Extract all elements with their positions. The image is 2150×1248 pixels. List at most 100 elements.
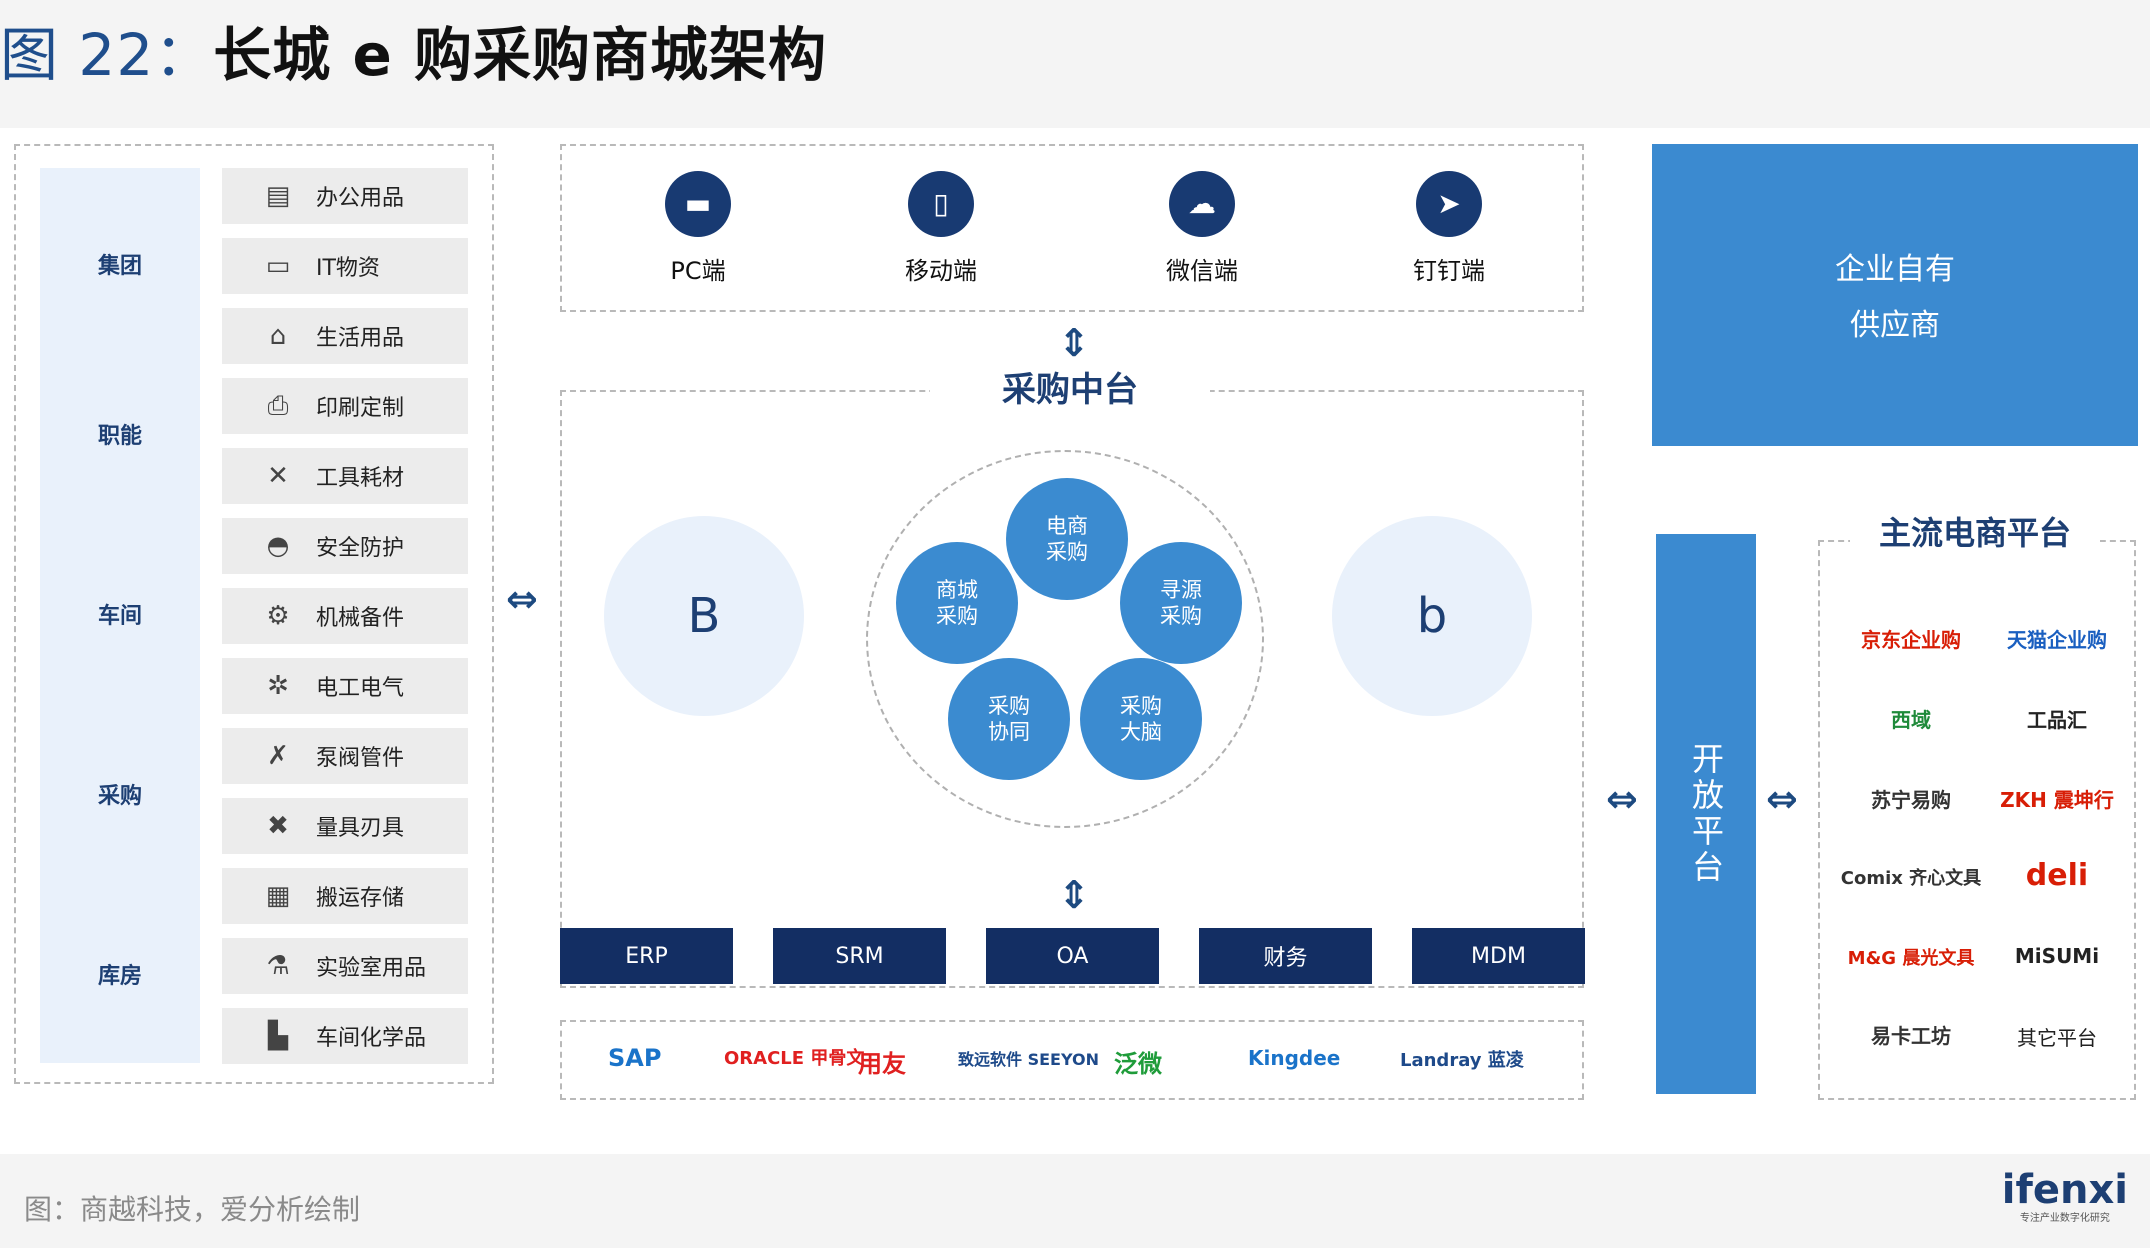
vendor-weaver: 泛微 — [1114, 1050, 1162, 1078]
category-item: ▤ 办公用品 — [222, 168, 468, 224]
channel-label: 钉钉端 — [1413, 257, 1485, 285]
category-label: 搬运存储 — [316, 886, 405, 911]
level-workshop: 车间 — [97, 604, 142, 629]
flask-icon: ⚗ — [266, 951, 290, 981]
channel-mobile: ▯ 移动端 — [861, 171, 1021, 286]
channel-label: PC端 — [670, 257, 726, 285]
category-label: 泵阀管件 — [316, 746, 405, 771]
wrench-icon: ✗ — [267, 741, 289, 771]
system-srm: SRM — [773, 928, 946, 984]
category-item: ▭ IT物资 — [222, 238, 468, 294]
cart-icon: ▦ — [265, 881, 291, 911]
dingtalk-icon: ➤ — [1416, 171, 1482, 237]
category-item: ⚙ 机械备件 — [222, 588, 468, 644]
ifenxi-logo: ifenxi 专注产业数字化研究 — [2002, 1170, 2128, 1224]
platform-misumi: MiSUMi — [2014, 944, 2100, 968]
level-warehouse: 库房 — [97, 964, 142, 989]
vendor-seeyon: 致远软件 SEEYON — [958, 1050, 1099, 1069]
category-label: 工具耗材 — [316, 466, 405, 491]
platform-others: 其它平台 — [2017, 1026, 2097, 1050]
channel-label: 移动端 — [905, 257, 977, 285]
vertical-arrow-icon: ⇕ — [1058, 321, 1090, 365]
vendor-oracle: ORACLE 甲骨文 — [724, 1048, 865, 1069]
channels-panel — [560, 144, 1584, 312]
module-ecommerce-procurement: 电商采购 — [1006, 478, 1128, 600]
supplier-line1: 企业自有 — [1835, 252, 1955, 287]
vertical-arrow-icon: ⇕ — [1058, 873, 1090, 917]
vendor-sap: SAP — [608, 1044, 662, 1072]
wechat-icon: ☁ — [1169, 171, 1235, 237]
channel-wechat: ☁ 微信端 — [1122, 171, 1282, 286]
platform-jd: 京东企业购 — [1861, 628, 1961, 652]
category-label: 生活用品 — [316, 326, 405, 351]
channel-dingtalk: ➤ 钉钉端 — [1369, 171, 1529, 286]
category-item: ◓ 安全防护 — [222, 518, 468, 574]
printer-icon: ⎙ — [267, 390, 289, 421]
factory-icon: ▙ — [268, 1021, 288, 1051]
category-label: 量具刃具 — [316, 816, 405, 841]
middle-platform-title: 采购中台 — [930, 362, 1210, 411]
home-icon: ⌂ — [269, 321, 287, 351]
platform-vipmro: 工品汇 — [2027, 708, 2087, 732]
own-supplier-box: 企业自有 供应商 — [1652, 144, 2138, 446]
platform-mg: M&G 晨光文具 — [1847, 948, 1975, 969]
module-procurement-collaboration: 采购协同 — [948, 658, 1070, 780]
level-group: 集团 — [97, 254, 142, 279]
mobile-icon: ▯ — [908, 171, 974, 237]
gear-icon: ✲ — [267, 671, 289, 701]
category-item: ✲ 电工电气 — [222, 658, 468, 714]
mainstream-title: 主流电商平台 — [1850, 508, 2100, 554]
monitor-icon: ▭ — [265, 251, 291, 281]
category-item: ✗ 泵阀管件 — [222, 728, 468, 784]
category-label: 车间化学品 — [316, 1026, 427, 1051]
vendor-kingdee: Kingdee — [1248, 1046, 1341, 1070]
page-title: 图 22：长城 e 购采购商城架构 — [0, 8, 827, 92]
platform-suning: 苏宁易购 — [1871, 788, 1951, 812]
file-stack-icon: ▤ — [265, 181, 291, 211]
channel-label: 微信端 — [1166, 257, 1238, 285]
ruler-icon: ✖ — [267, 811, 289, 841]
supplier-line2: 供应商 — [1850, 308, 1940, 343]
bidirectional-arrow-icon: ⇔ — [1606, 777, 1638, 821]
channel-pc: ▬ PC端 — [618, 171, 778, 286]
platform-yikayin: 易卡工坊 — [1871, 1024, 1951, 1048]
b2b-node: B — [604, 516, 804, 716]
tools-icon: ✕ — [267, 461, 289, 491]
source-note: 图：商越科技，爱分析绘制 — [24, 1193, 361, 1226]
category-item: ✖ 量具刃具 — [222, 798, 468, 854]
left-panel — [14, 144, 494, 1084]
vendor-yonyou: 用友 — [858, 1050, 906, 1078]
bidirectional-arrow-icon: ⇔ — [506, 577, 538, 621]
system-erp: ERP — [560, 928, 733, 984]
pc-icon: ▬ — [665, 171, 731, 237]
category-item: ▙ 车间化学品 — [222, 1008, 468, 1064]
category-item: ✕ 工具耗材 — [222, 448, 468, 504]
platform-comix: Comix 齐心文具 — [1840, 868, 1982, 889]
system-oa: OA — [986, 928, 1159, 984]
figure-number: 图 22： — [0, 21, 214, 89]
org-levels-column: 集团 职能 车间 采购 库房 — [40, 168, 200, 1063]
robot-arm-icon: ⚙ — [266, 601, 290, 631]
category-label: 机械备件 — [316, 606, 405, 631]
helmet-icon: ◓ — [266, 531, 290, 561]
category-label: 办公用品 — [316, 186, 405, 211]
category-label: 电工电气 — [316, 676, 405, 701]
category-label: 印刷定制 — [316, 396, 405, 421]
category-item: ⎙ 印刷定制 — [222, 378, 468, 434]
category-item: ▦ 搬运存储 — [222, 868, 468, 924]
module-procurement-brain: 采购大脑 — [1080, 658, 1202, 780]
system-mdm: MDM — [1412, 928, 1585, 984]
category-label: 安全防护 — [316, 536, 405, 561]
vendor-landray: Landray 蓝凌 — [1400, 1050, 1524, 1071]
category-label: IT物资 — [316, 256, 380, 281]
platform-ehsy: 西域 — [1891, 708, 1931, 732]
module-ring — [866, 450, 1264, 828]
bidirectional-arrow-icon: ⇔ — [1766, 777, 1798, 821]
system-finance: 财务 — [1199, 928, 1372, 984]
level-function: 职能 — [97, 424, 142, 449]
platform-tmall: 天猫企业购 — [2007, 628, 2107, 652]
vendors-panel — [560, 1020, 1584, 1100]
module-mall-procurement: 商城采购 — [896, 542, 1018, 664]
open-platform: 开放平台 — [1656, 534, 1756, 1094]
architecture-canvas: 集团 职能 车间 采购 库房 ▤ 办公用品 ▭ IT物资 ⌂ 生活用品 ⎙ 印刷定制 ✕… — [0, 128, 2150, 1154]
